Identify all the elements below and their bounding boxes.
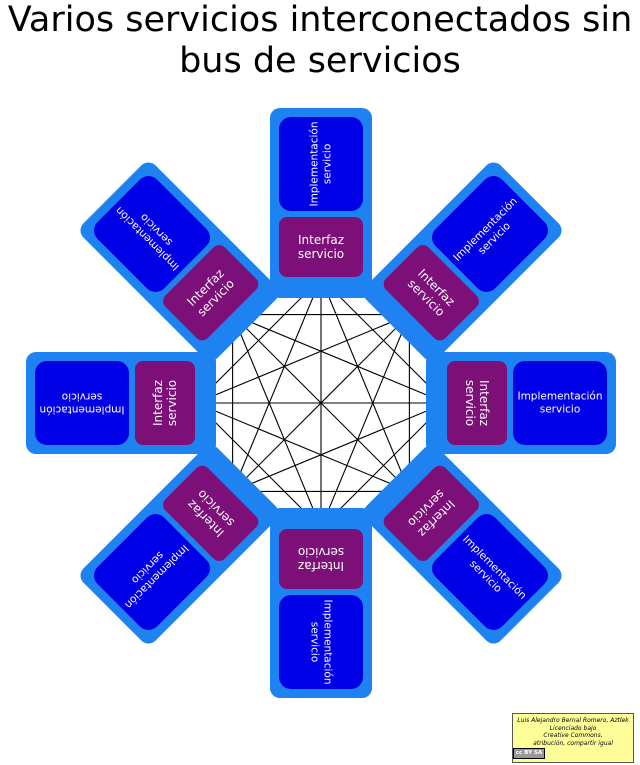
- implementation-label: Implementaciónservicio: [39, 391, 124, 416]
- interface-label: Interfazservicio: [150, 380, 178, 426]
- interface-box: [163, 465, 259, 561]
- implementation-label-line-1: Implementación: [39, 403, 124, 415]
- implementation-box: [432, 176, 548, 292]
- title-line-1: Varios servicios interconectados sin: [7, 0, 633, 40]
- interface-label: Interfazservicio: [463, 380, 491, 426]
- credit-cc: Creative Commons,: [543, 732, 603, 739]
- implementation-label-line-2: servicio: [321, 144, 333, 185]
- cc-by-sa-badge-icon: cc BY SA: [513, 748, 545, 759]
- implementation-box: [279, 595, 363, 689]
- interface-label-line-2: servicio: [165, 380, 179, 426]
- implementation-box: [432, 514, 548, 630]
- implementation-box: [94, 176, 210, 292]
- credit-author: Luis Alejandro Bernal Romero, Aztlek: [517, 717, 629, 724]
- interface-box: [135, 361, 195, 445]
- interface-label-line-1: Interfaz: [478, 380, 492, 426]
- interface-box: [279, 217, 363, 277]
- diagram-title: Varios servicios interconectados sin bus…: [0, 0, 640, 82]
- implementation-label: Implementaciónservicio: [309, 599, 334, 684]
- license-credit-box: Luis Alejandro Bernal Romero, Aztlek Lic…: [512, 713, 634, 763]
- interface-label-line-1: Interfaz: [298, 560, 344, 574]
- interface-box: [383, 465, 479, 561]
- interface-label-line-1: Interfaz: [150, 380, 164, 426]
- interface-box: [383, 245, 479, 341]
- implementation-label-line-1: Implementación: [309, 121, 321, 206]
- interface-label: Interfazservicio: [298, 545, 344, 573]
- interface-label-line-1: Interfaz: [298, 232, 344, 246]
- credit-terms: atribución, compartir igual: [533, 739, 613, 747]
- interface-label-line-2: servicio: [298, 247, 344, 261]
- implementation-box: [279, 117, 363, 211]
- interface-label-line-2: servicio: [463, 380, 477, 426]
- title-line-2: bus de servicios: [179, 41, 461, 81]
- implementation-box: [35, 361, 129, 445]
- implementation-box: [94, 514, 210, 630]
- credit-license: Licenciado bajo: [549, 724, 597, 732]
- implementation-label-line-2: servicio: [309, 622, 321, 663]
- interface-box: [447, 361, 507, 445]
- implementation-label-line-1: Implementación: [321, 599, 333, 684]
- interface-box: [163, 245, 259, 341]
- connection-line: [232, 314, 322, 529]
- implementation-label-line-2: servicio: [62, 391, 103, 403]
- implementation-label-line-2: servicio: [540, 403, 581, 415]
- interface-label-line-2: servicio: [298, 545, 344, 559]
- implementation-label: Implementaciónservicio: [309, 121, 334, 206]
- implementation-box: [513, 361, 607, 445]
- interface-box: [279, 529, 363, 589]
- implementation-label-line-1: Implementación: [517, 391, 602, 403]
